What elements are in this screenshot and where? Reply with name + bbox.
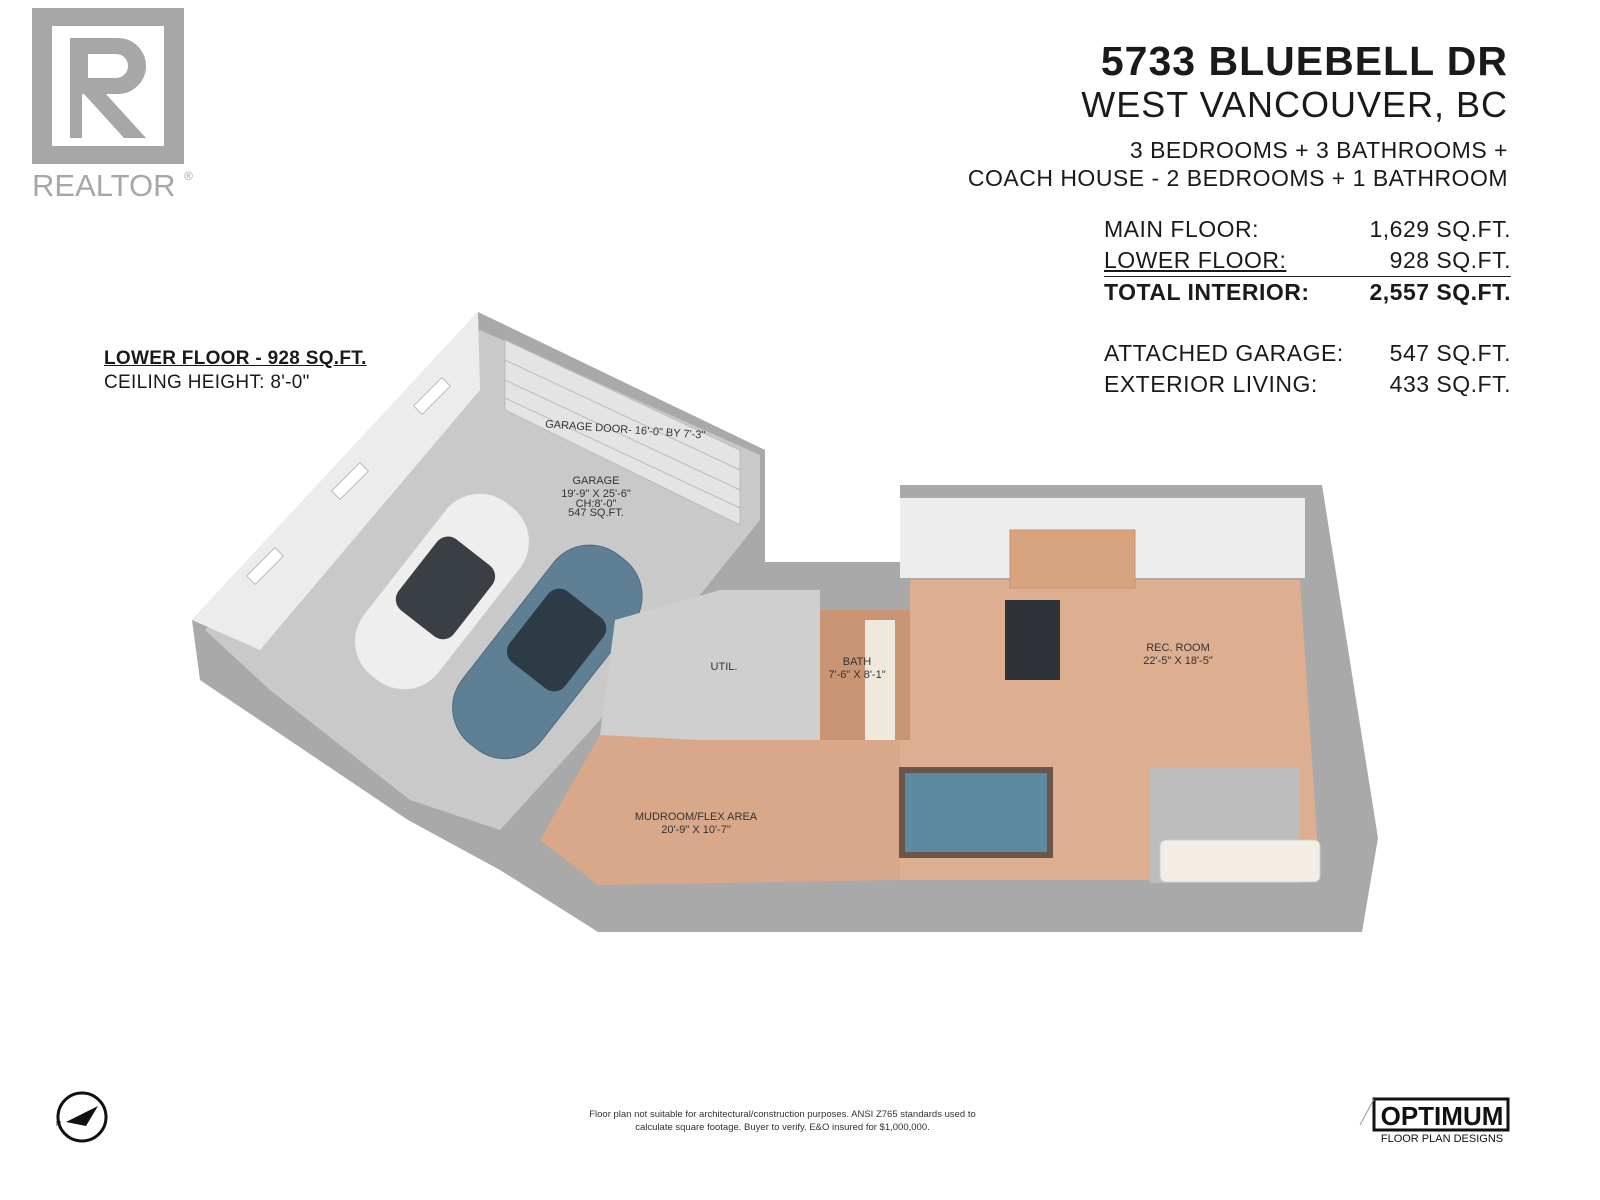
svg-text:N: N bbox=[56, 1121, 61, 1128]
disclaimer-line: calculate square footage. Buyer to verif… bbox=[635, 1122, 930, 1133]
room-summary-line: COACH HOUSE - 2 BEDROOMS + 1 BATHROOM bbox=[967, 165, 1508, 191]
pool-table bbox=[899, 767, 1053, 858]
area-value: 1,629 SQ.FT. bbox=[1369, 216, 1511, 242]
area-label: EXTERIOR LIVING: bbox=[1104, 371, 1318, 397]
svg-text:REALTOR: REALTOR bbox=[32, 168, 176, 203]
room-summary-line: 3 BEDROOMS + 3 BATHROOMS + bbox=[1129, 137, 1508, 163]
area-value: 547 SQ.FT. bbox=[1389, 340, 1511, 366]
area-row-garage: ATTACHED GARAGE: 547 SQ.FT. bbox=[1104, 338, 1511, 369]
garage-area: 547 SQ.FT. bbox=[568, 507, 624, 519]
area-value: 433 SQ.FT. bbox=[1389, 371, 1511, 397]
white-car bbox=[354, 492, 530, 691]
floor-heading: LOWER FLOOR - 928 SQ.FT. bbox=[104, 348, 367, 369]
realtor-logo: REALTOR ® bbox=[32, 8, 193, 203]
mudroom-name: MUDROOM/FLEX AREA bbox=[635, 811, 758, 823]
util-name: UTIL. bbox=[711, 661, 738, 673]
compass-icon: N bbox=[56, 1091, 108, 1143]
property-address: 5733 BLUEBELL DR bbox=[1100, 38, 1508, 84]
sofa bbox=[1159, 839, 1321, 883]
area-row-lower: LOWER FLOOR: 928 SQ.FT. bbox=[1104, 245, 1511, 277]
stairs bbox=[1009, 529, 1136, 589]
mudroom-floor bbox=[540, 735, 900, 885]
area-label: LOWER FLOOR: bbox=[1104, 247, 1287, 273]
svg-text:FLOOR PLAN DESIGNS: FLOOR PLAN DESIGNS bbox=[1381, 1133, 1503, 1145]
util-floor bbox=[600, 590, 820, 740]
property-city: WEST VANCOUVER, BC bbox=[1081, 84, 1508, 125]
disclaimer: Floor plan not suitable for architectura… bbox=[560, 1108, 1005, 1134]
bath-dims: 7'-6" X 8'-1" bbox=[828, 669, 885, 681]
area-label: TOTAL INTERIOR: bbox=[1104, 279, 1310, 305]
disclaimer-line: Floor plan not suitable for architectura… bbox=[589, 1109, 976, 1120]
area-label: MAIN FLOOR: bbox=[1104, 216, 1260, 242]
garage-dims: 19'-9" X 25'-6" bbox=[561, 488, 631, 500]
rec-dims: 22'-5" X 18'-5" bbox=[1143, 655, 1213, 667]
optimum-logo: OPTIMUM FLOOR PLAN DESIGNS bbox=[1359, 1097, 1510, 1145]
mudroom-dims: 20'-9" X 10'-7" bbox=[661, 824, 731, 836]
area-value: 928 SQ.FT. bbox=[1389, 247, 1511, 273]
svg-text:OPTIMUM: OPTIMUM bbox=[1381, 1101, 1504, 1131]
room-summary: 3 BEDROOMS + 3 BATHROOMS + COACH HOUSE -… bbox=[968, 136, 1508, 192]
area-value: 2,557 SQ.FT. bbox=[1369, 279, 1511, 305]
floor-label: LOWER FLOOR - 928 SQ.FT. CEILING HEIGHT:… bbox=[104, 347, 367, 395]
ceiling-height: CEILING HEIGHT: 8'-0" bbox=[104, 372, 310, 393]
rec-name: REC. ROOM bbox=[1146, 642, 1210, 654]
garage-door bbox=[504, 339, 741, 526]
bath-vanity bbox=[865, 620, 895, 740]
garage-name: GARAGE bbox=[572, 475, 619, 487]
dining-table bbox=[1005, 600, 1060, 680]
svg-text:®: ® bbox=[184, 169, 193, 183]
garage-window bbox=[245, 546, 285, 586]
area-row-total: TOTAL INTERIOR: 2,557 SQ.FT. bbox=[1104, 277, 1511, 308]
area-row-exterior: EXTERIOR LIVING: 433 SQ.FT. bbox=[1104, 369, 1511, 400]
area-row-main: MAIN FLOOR: 1,629 SQ.FT. bbox=[1104, 214, 1511, 245]
area-table: MAIN FLOOR: 1,629 SQ.FT. LOWER FLOOR: 928 … bbox=[1104, 214, 1511, 400]
bath-name: BATH bbox=[843, 656, 872, 668]
garage-window bbox=[330, 461, 370, 501]
blue-car bbox=[452, 544, 643, 760]
garage-window bbox=[412, 376, 452, 416]
area-label: ATTACHED GARAGE: bbox=[1104, 340, 1344, 366]
garage-ceiling: CH:8'-0" bbox=[576, 498, 617, 510]
